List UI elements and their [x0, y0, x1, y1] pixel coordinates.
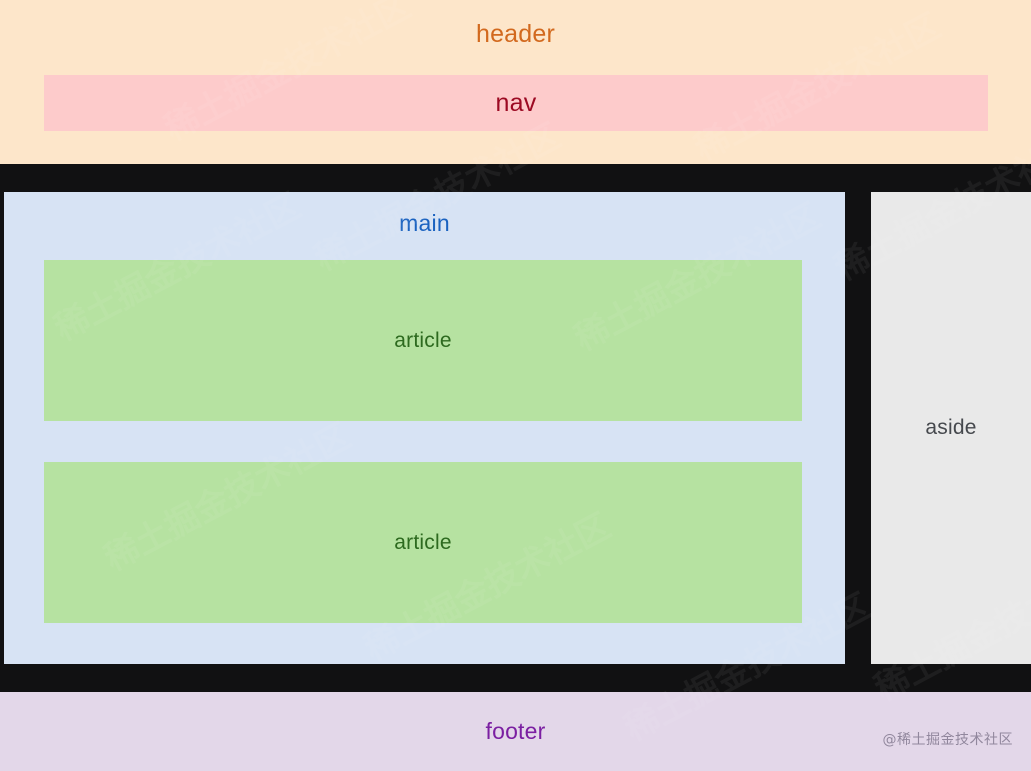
- article-block: article: [44, 260, 802, 421]
- article-block: article: [44, 462, 802, 623]
- main-label: main: [399, 210, 450, 236]
- header-label: header: [475, 20, 556, 48]
- nav-label: nav: [495, 88, 537, 117]
- footer-block: footer @稀土掘金技术社区: [0, 692, 1031, 771]
- main-block: main article article: [4, 192, 845, 664]
- footer-label: footer: [485, 718, 546, 744]
- watermark-attribution: @稀土掘金技术社区: [882, 732, 1013, 748]
- aside-label: aside: [925, 416, 977, 439]
- article-label: article: [394, 328, 452, 352]
- nav-block: nav: [44, 75, 988, 131]
- article-label: article: [394, 530, 452, 554]
- aside-block: aside: [871, 192, 1031, 664]
